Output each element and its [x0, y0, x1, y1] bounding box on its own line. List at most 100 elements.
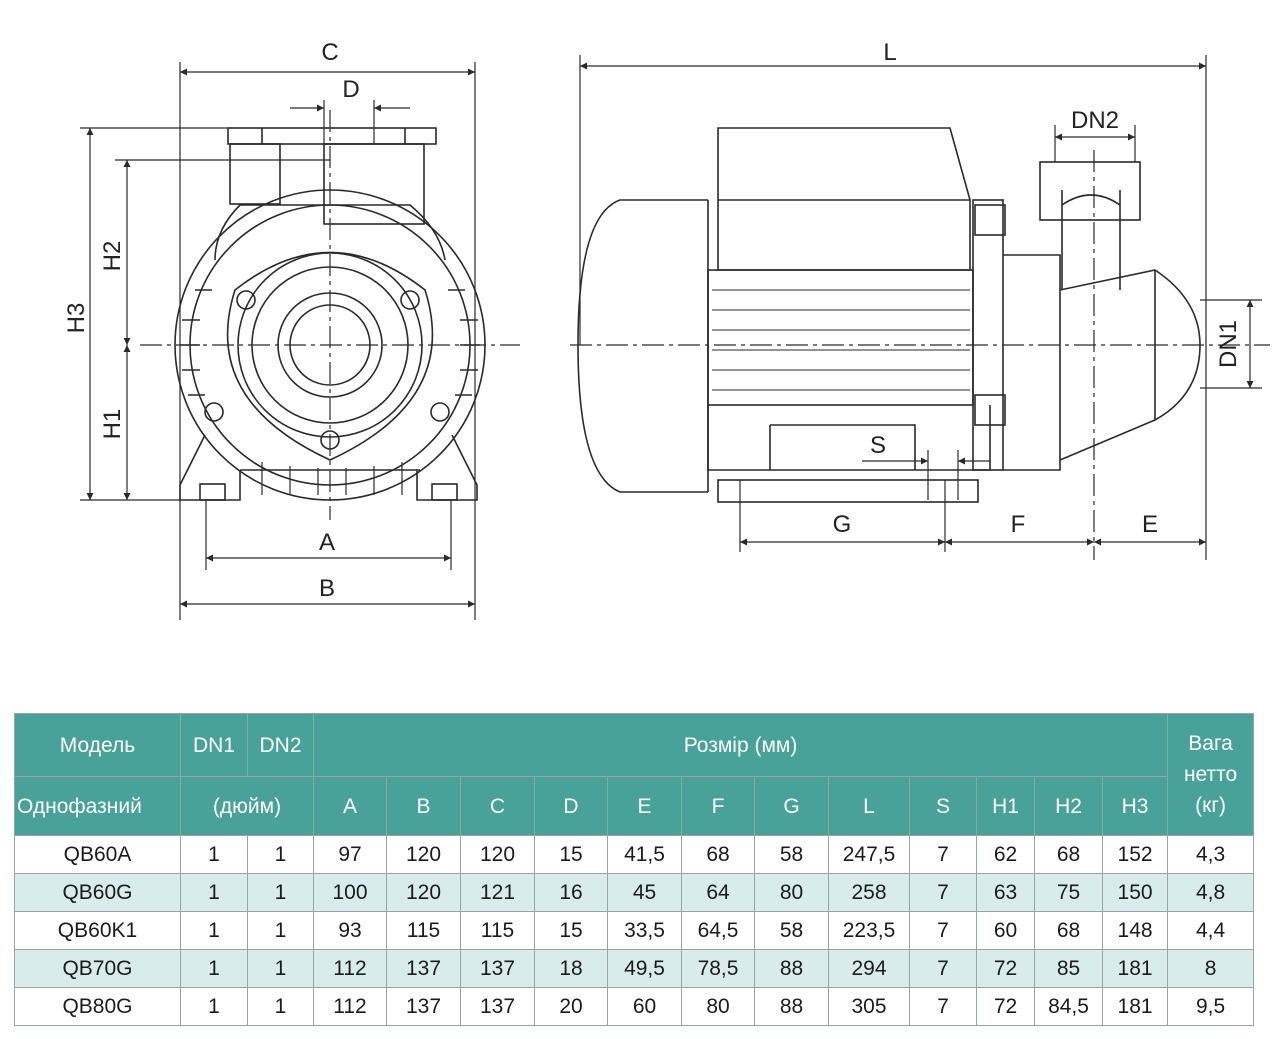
table-cell: 60: [976, 911, 1035, 950]
model-cell: QB70G: [14, 949, 181, 988]
table-cell: 1: [247, 987, 314, 1026]
table-cell: 15: [534, 835, 608, 874]
label-B: B: [319, 575, 335, 602]
table-cell: 84,5: [1034, 987, 1103, 1026]
table-cell: 1: [180, 873, 248, 912]
label-D: D: [342, 76, 359, 103]
label-F: F: [1011, 511, 1026, 538]
label-H3: H3: [63, 303, 90, 334]
header-col-H3: H3: [1101, 776, 1169, 836]
table-cell: 223,5: [828, 911, 910, 950]
table-cell: 63: [976, 873, 1035, 912]
header-col-E: E: [607, 776, 682, 836]
table-cell: 60: [607, 987, 682, 1026]
label-G: G: [833, 511, 852, 538]
model-cell: QB80G: [14, 987, 181, 1026]
side-centerlines: [570, 150, 1270, 560]
table-cell: 120: [386, 873, 461, 912]
header-col-S: S: [909, 776, 977, 836]
header-col-C: C: [460, 776, 535, 836]
table-cell: 33,5: [607, 911, 682, 950]
table-cell: 41,5: [607, 835, 682, 874]
header-model: Модель: [14, 713, 181, 777]
label-DN1: DN1: [1215, 320, 1242, 368]
table-cell: 58: [754, 911, 829, 950]
table-cell: 1: [247, 911, 314, 950]
header-phase: Однофазний: [14, 776, 181, 836]
table-cell: 58: [754, 835, 829, 874]
table-cell: 72: [976, 987, 1035, 1026]
table-cell: 100: [313, 873, 387, 912]
table-cell: 9,5: [1167, 987, 1255, 1026]
table-cell: 45: [607, 873, 682, 912]
table-cell: 7: [909, 949, 977, 988]
table-cell: 1: [247, 949, 314, 988]
table-cell: 80: [681, 987, 755, 1026]
table-cell: 258: [828, 873, 910, 912]
table-cell: 1: [180, 949, 248, 988]
model-cell: QB60K1: [14, 911, 181, 950]
table-cell: 78,5: [681, 949, 755, 988]
label-S: S: [870, 432, 886, 459]
table-cell: 120: [460, 835, 535, 874]
model-cell: QB60A: [14, 835, 181, 874]
side-view: [577, 127, 1201, 503]
table-cell: 4,8: [1167, 873, 1255, 912]
table-cell: 294: [828, 949, 910, 988]
header-col-D: D: [534, 776, 608, 836]
table-cell: 8: [1167, 949, 1255, 988]
table-cell: 7: [909, 987, 977, 1026]
table-cell: 75: [1034, 873, 1103, 912]
header-weight: Вага нетто (кг): [1167, 713, 1255, 836]
header-col-L: L: [828, 776, 910, 836]
label-L: L: [883, 39, 896, 66]
side-dimensions: [579, 55, 1262, 560]
label-H1: H1: [99, 409, 126, 440]
header-col-F: F: [681, 776, 755, 836]
table-cell: 16: [534, 873, 608, 912]
pump-dimension-drawing: C D H3 H2 H1 A B L DN2 DN1 S G F E: [63, 39, 1270, 620]
table-cell: 120: [386, 835, 461, 874]
table-cell: 7: [909, 873, 977, 912]
table-cell: 49,5: [607, 949, 682, 988]
front-centerlines: [140, 110, 520, 520]
table-cell: 1: [247, 835, 314, 874]
table-cell: 1: [247, 873, 314, 912]
table-cell: 137: [386, 949, 461, 988]
table-cell: 137: [460, 987, 535, 1026]
table-cell: 115: [460, 911, 535, 950]
front-dimensions: [80, 62, 476, 620]
table-cell: 88: [754, 987, 829, 1026]
label-E: E: [1142, 511, 1158, 538]
table-cell: 7: [909, 835, 977, 874]
table-header-row-2: Однофазний (дюйм) A B C D E F G L S H1 H…: [14, 776, 1254, 836]
header-col-H1: H1: [976, 776, 1035, 836]
table-cell: 305: [828, 987, 910, 1026]
table-cell: 137: [460, 949, 535, 988]
table-cell: 62: [976, 835, 1035, 874]
table-cell: 112: [313, 987, 387, 1026]
label-A: A: [319, 529, 335, 556]
header-dn1: DN1: [180, 713, 248, 777]
table-cell: 4,3: [1167, 835, 1255, 874]
table-cell: 68: [1034, 911, 1103, 950]
table-cell: 64: [681, 873, 755, 912]
table-cell: 97: [313, 835, 387, 874]
dimension-labels: C D H3 H2 H1 A B L DN2 DN1 S G F E: [63, 39, 1242, 602]
table-cell: 68: [681, 835, 755, 874]
header-col-G: G: [754, 776, 829, 836]
table-cell: 181: [1101, 949, 1169, 988]
header-col-H2: H2: [1034, 776, 1103, 836]
header-size: Розмір (мм): [312, 713, 1169, 777]
table-cell: 181: [1101, 987, 1169, 1026]
table-cell: 247,5: [828, 835, 910, 874]
table-cell: 112: [313, 949, 387, 988]
table-cell: 15: [534, 911, 608, 950]
table-cell: 68: [1034, 835, 1103, 874]
label-C: C: [321, 39, 338, 66]
table-cell: 20: [534, 987, 608, 1026]
